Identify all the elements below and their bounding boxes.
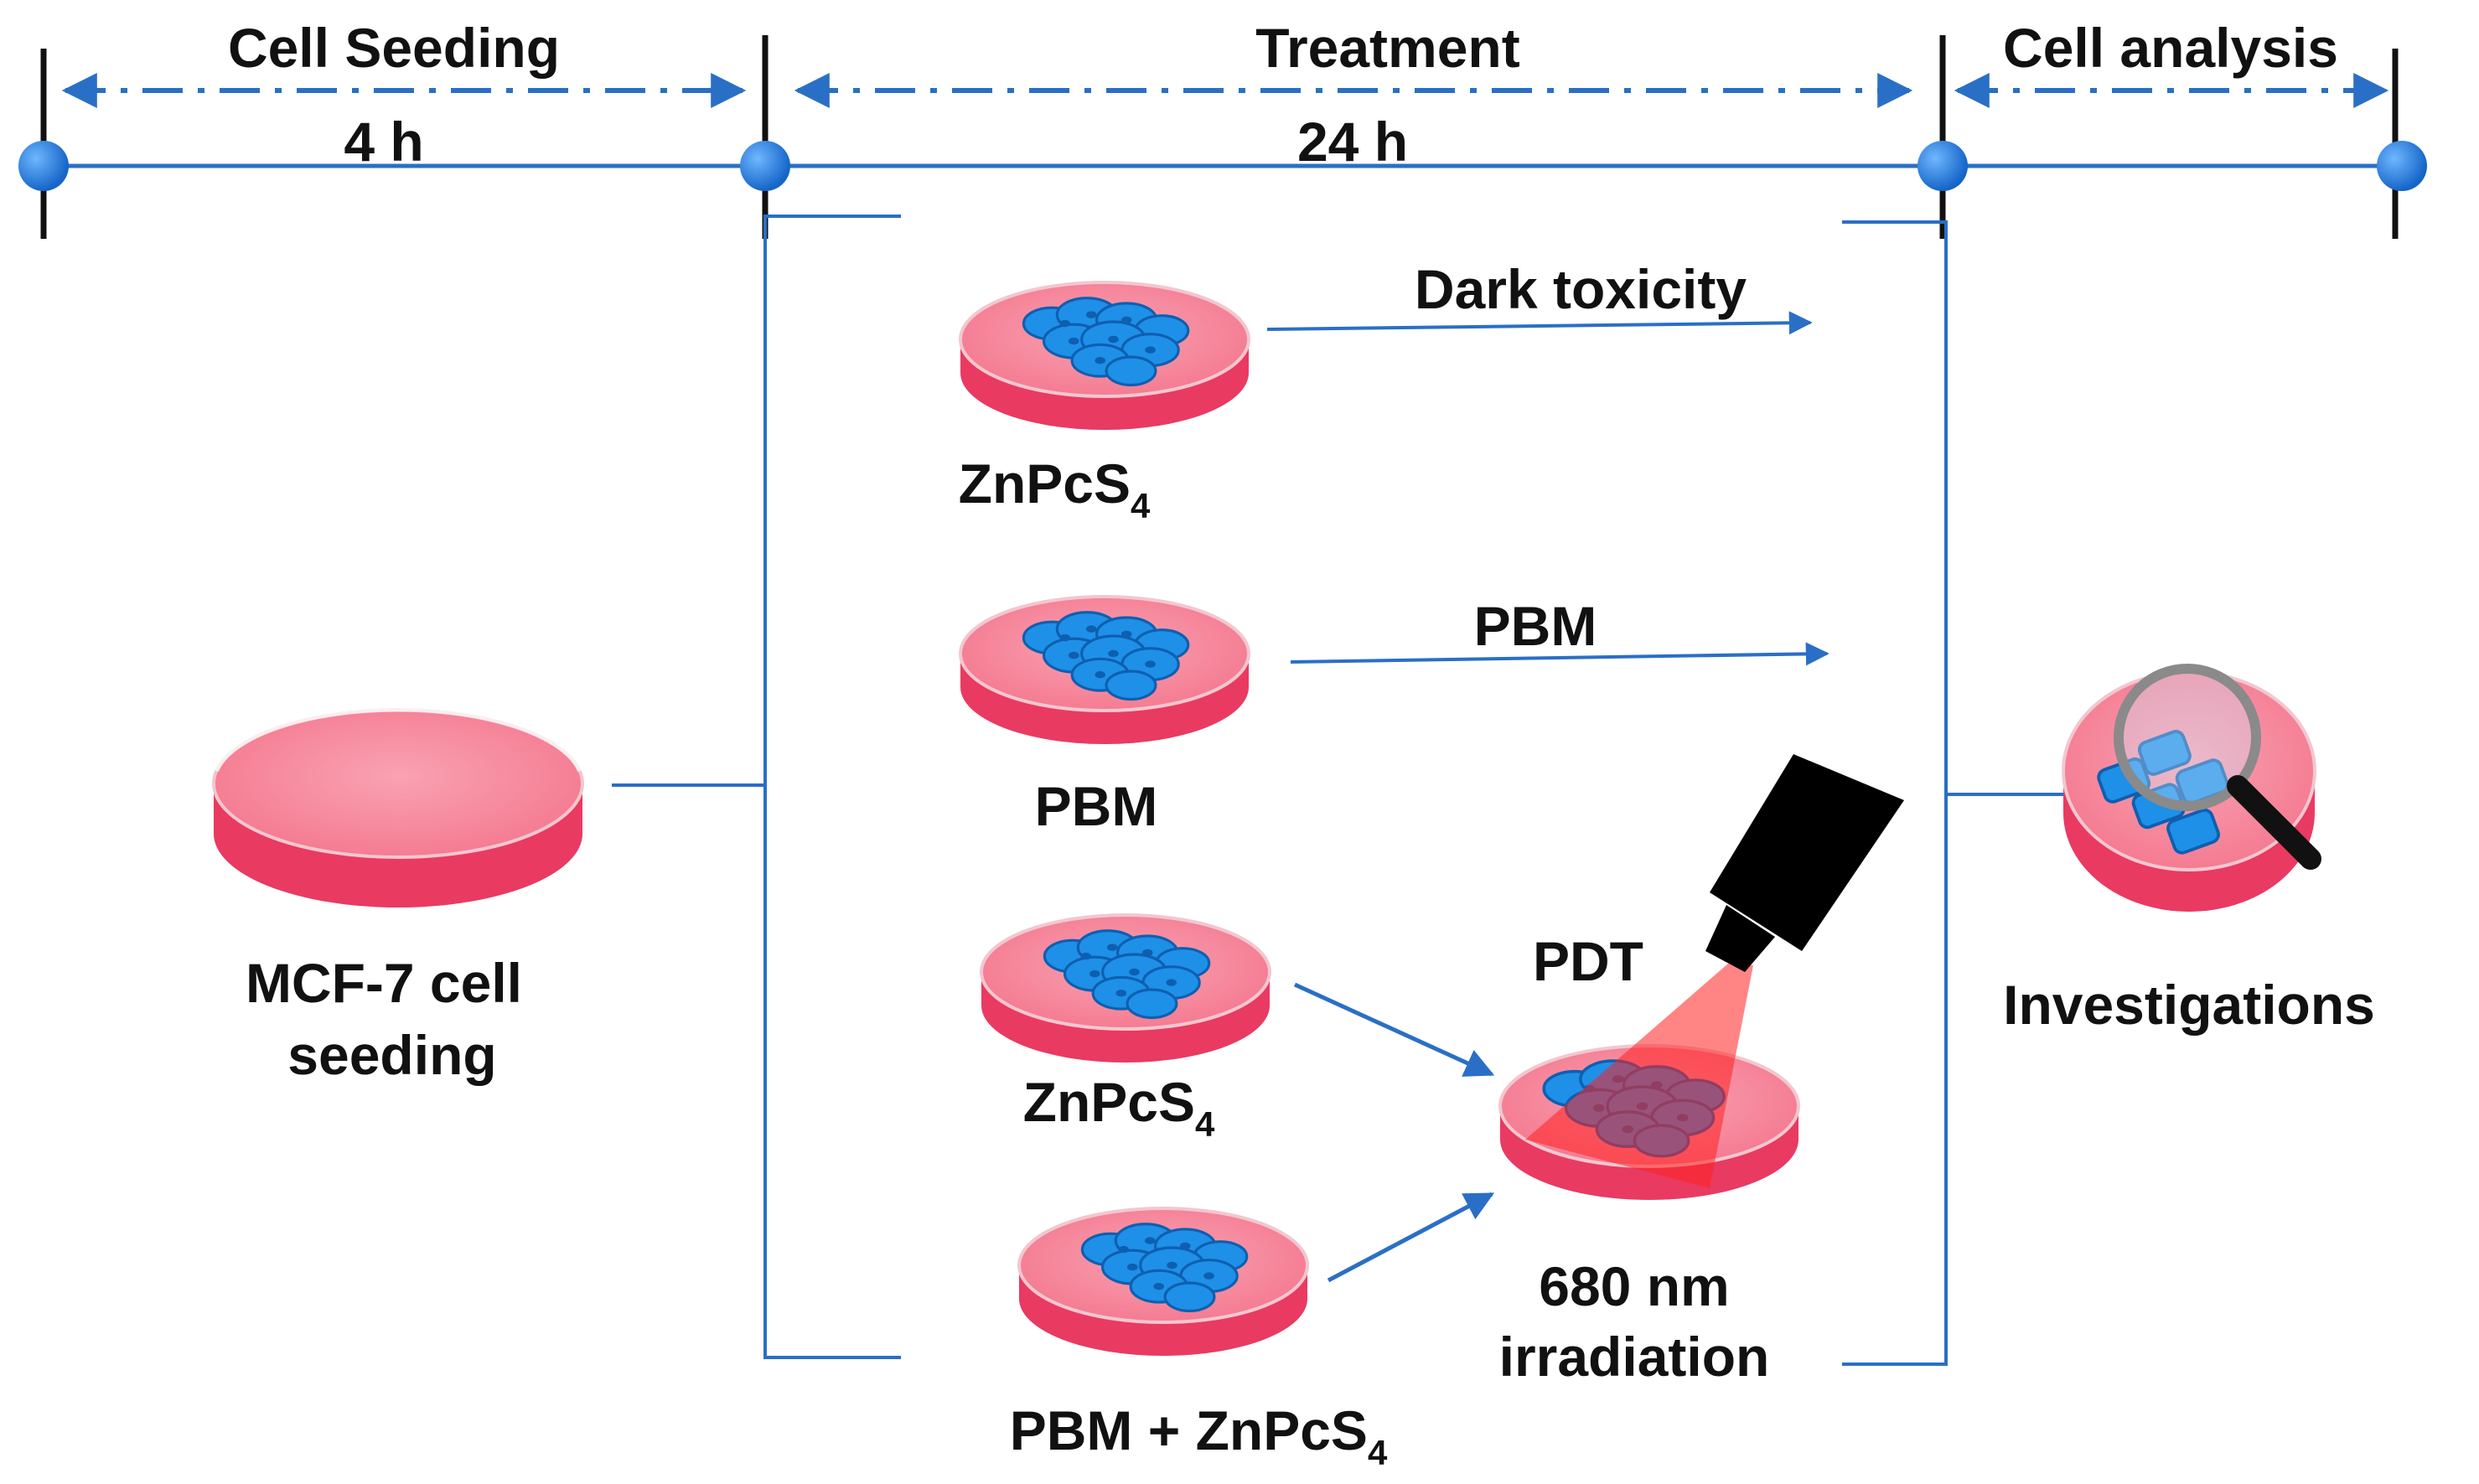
irradiation-line1: 680 nm bbox=[1539, 1255, 1729, 1317]
arrow-dark-toxicity bbox=[1266, 311, 1813, 335]
analysis-label: Investigations bbox=[2003, 974, 2375, 1036]
laser-device-icon bbox=[1525, 754, 1904, 1188]
group-dish-zinc-pdt bbox=[980, 913, 1271, 1063]
group-3-name: ZnPcS4 bbox=[1023, 1071, 1215, 1144]
phase-label-seeding: Cell Seeding bbox=[228, 17, 560, 79]
seeding-label-line1: MCF-7 cell bbox=[246, 952, 522, 1014]
seeding-label-line2: seeding bbox=[287, 1024, 496, 1086]
phase-label-treatment: Treatment bbox=[1255, 17, 1519, 79]
treatment-bracket bbox=[763, 215, 901, 1359]
seeding-dish bbox=[212, 706, 584, 907]
pdt-label: PDT bbox=[1533, 930, 1643, 992]
group-dish-pbm bbox=[959, 595, 1250, 744]
flow-connectors bbox=[612, 215, 2074, 1366]
magnifier-icon bbox=[2114, 664, 2321, 870]
timeline-node bbox=[18, 141, 69, 191]
arrow-pbm-zinc-to-pdt bbox=[1327, 1192, 1495, 1283]
timeline-node bbox=[1917, 141, 1968, 191]
arrow-pbm bbox=[1290, 642, 1829, 666]
arrow-zinc-to-pdt bbox=[1293, 982, 1495, 1077]
laser-beam bbox=[1525, 964, 1753, 1188]
laser-device-nozzle bbox=[1705, 905, 1775, 972]
cell-cluster-icon bbox=[2097, 730, 2229, 855]
group-2-name: PBM bbox=[1035, 775, 1158, 837]
analysis-dish bbox=[2062, 664, 2321, 912]
group-4-name: PBM + ZnPcS4 bbox=[1010, 1399, 1388, 1472]
phase-label-analysis: Cell analysis bbox=[2003, 17, 2338, 79]
phase-duration-treatment: 24 h bbox=[1297, 111, 1408, 173]
group-dish-pbm-zinc bbox=[1017, 1207, 1309, 1356]
laser-device-body bbox=[1710, 754, 1904, 951]
arrow-label-dark-toxicity: Dark toxicity bbox=[1415, 258, 1747, 320]
timeline-node bbox=[2377, 141, 2427, 191]
timeline-node bbox=[740, 141, 790, 191]
group-dish-zinc-dark bbox=[959, 281, 1250, 430]
arrow-label-pbm: PBM bbox=[1474, 595, 1597, 657]
timeline: Cell Seeding 4 h Treatment 24 h Cell ana… bbox=[18, 17, 2427, 239]
group-1-name: ZnPcS4 bbox=[959, 452, 1151, 525]
phase-duration-seeding: 4 h bbox=[344, 111, 423, 173]
irradiation-line2: irradiation bbox=[1499, 1326, 1770, 1388]
